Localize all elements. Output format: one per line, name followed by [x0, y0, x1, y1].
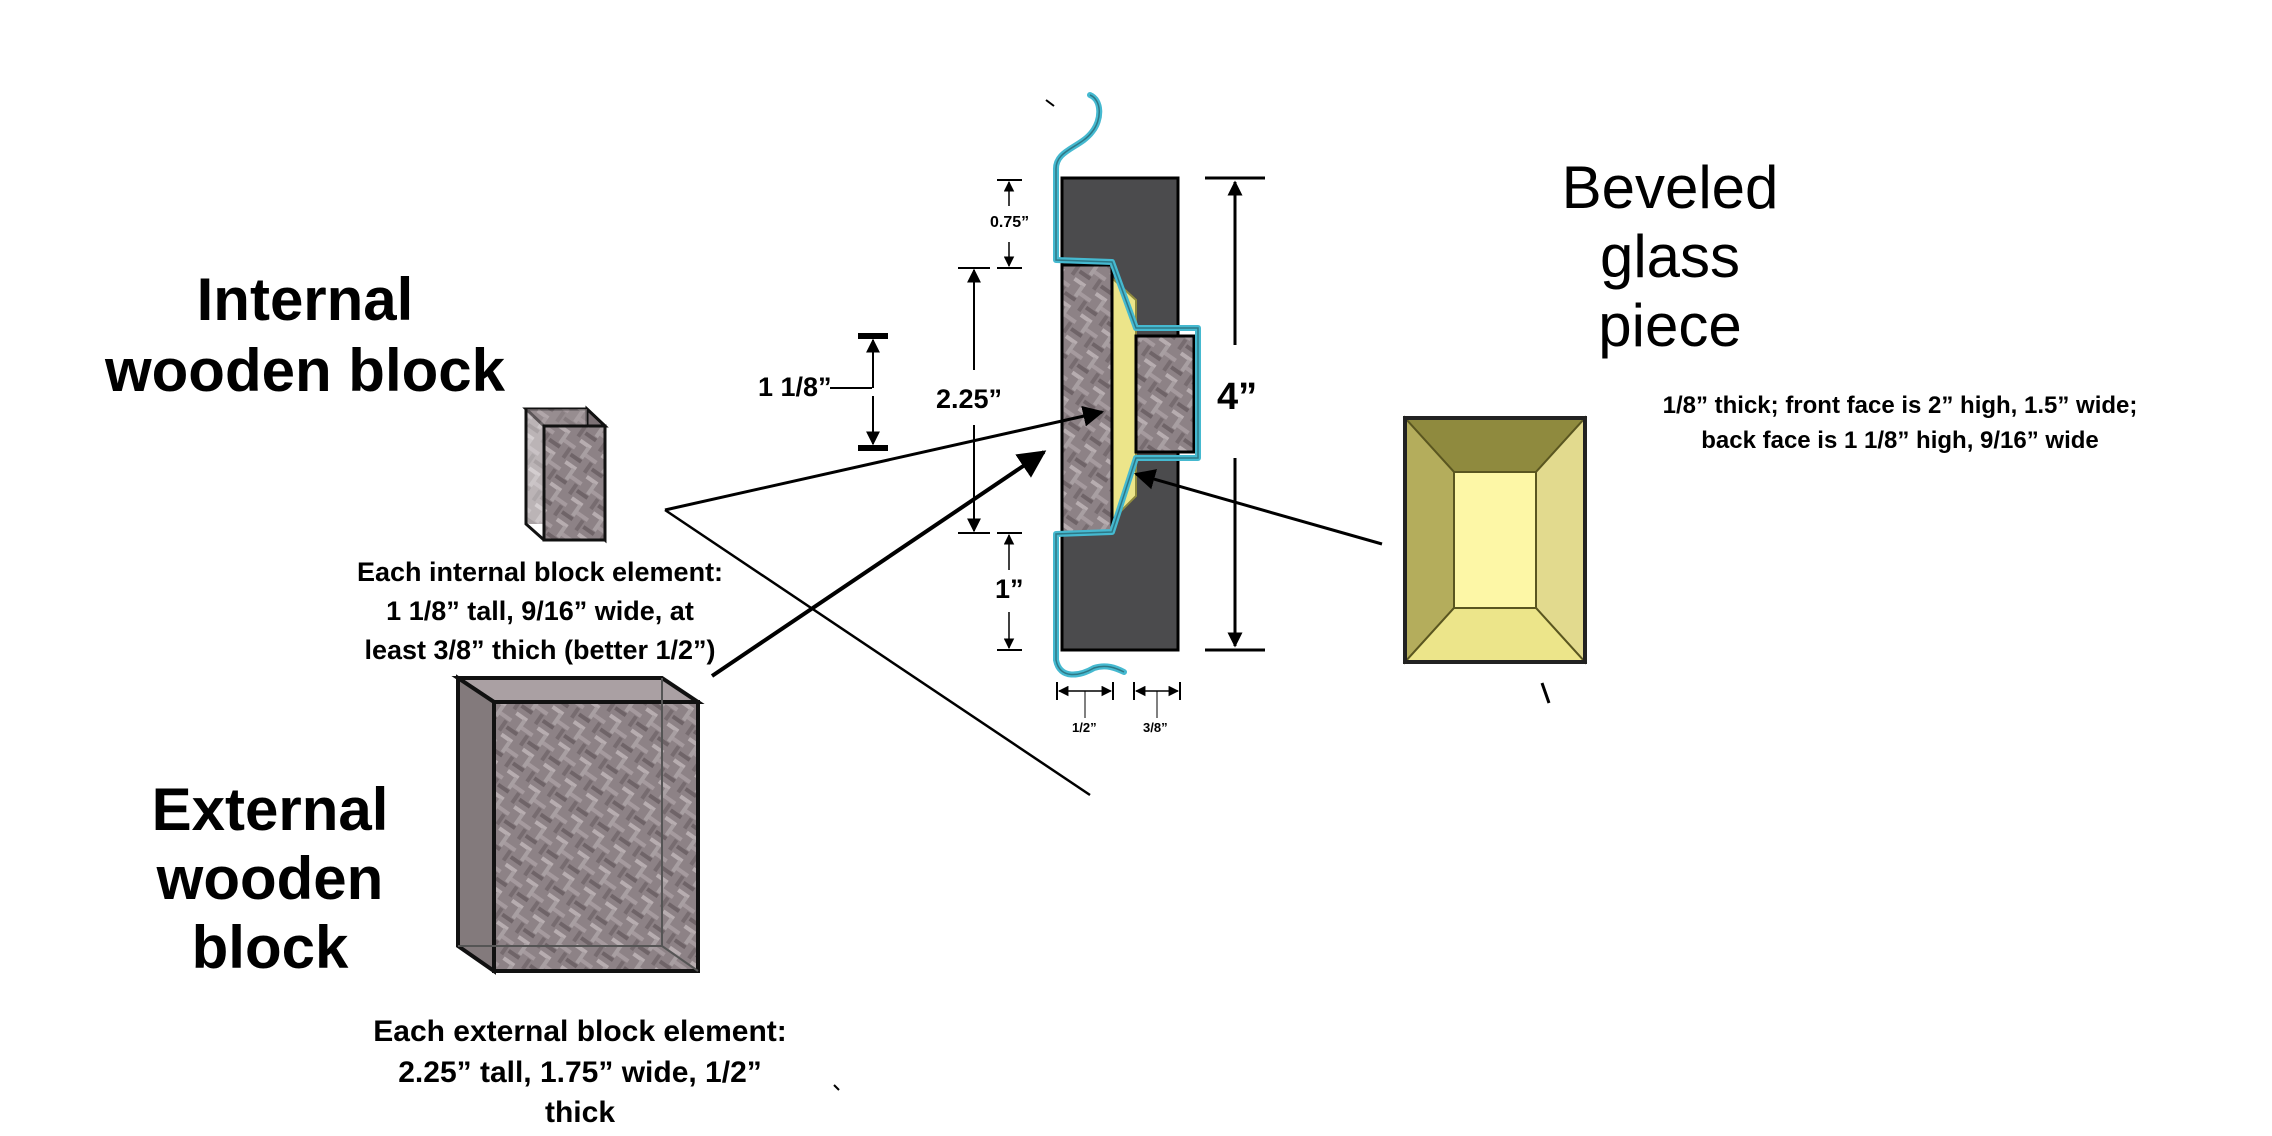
external-caption-line-2: 2.25” tall, 1.75” wide, 1/2” — [398, 1055, 762, 1089]
dim-bottom-margin: 1” — [995, 574, 1024, 604]
external-title-line-3: block — [191, 914, 349, 981]
dimension-lines — [830, 176, 1265, 718]
cross-section — [1045, 92, 1201, 678]
beveled-glass-title: Beveled glass piece — [1520, 153, 1820, 360]
beveled-title-line-3: piece — [1598, 292, 1742, 359]
external-block-caption: Each external block element: 2.25” tall,… — [330, 1012, 830, 1134]
dim-internal-thickness: 3/8” — [1143, 720, 1168, 735]
dim-total-height: 4” — [1217, 376, 1258, 418]
beveled-caption-line-1: 1/8” thick; front face is 2” high, 1.5” … — [1662, 392, 2138, 419]
pointer-lines — [664, 405, 1383, 797]
beveled-caption-line-2: back face is 1 1/8” high, 9/16” wide — [1701, 426, 2099, 454]
internal-title-line-2: wooden block — [104, 337, 506, 404]
internal-caption-line-1: Each internal block element: — [356, 557, 724, 587]
dim-external-thickness: 1/2” — [1072, 720, 1097, 735]
external-title-line-2: wooden — [156, 845, 384, 912]
external-caption-line-1: Each external block element: — [373, 1015, 787, 1048]
internal-block-title: Internal wooden block — [90, 268, 520, 402]
beveled-title-line-1: Beveled — [1561, 154, 1779, 221]
external-caption-line-3: thick — [544, 1096, 616, 1129]
beveled-glass-caption: 1/8” thick; front face is 2” high, 1.5” … — [1600, 389, 2200, 459]
internal-caption-line-3: least 3/8” thich (better 1/2”) — [364, 635, 716, 666]
dim-external-height: 2.25” — [936, 384, 1003, 414]
external-title-line-1: External — [151, 776, 389, 843]
internal-caption-line-2: 1 1/8” tall, 9/16” wide, at — [386, 596, 694, 627]
internal-title-line-1: Internal — [196, 266, 414, 333]
beveled-glass-illustration — [1402, 415, 1588, 704]
internal-block-illustration — [522, 405, 609, 544]
dim-top-margin: 0.75” — [990, 214, 1030, 231]
beveled-title-line-2: glass — [1599, 223, 1741, 290]
external-block-title: External wooden block — [120, 775, 420, 982]
internal-block-caption: Each internal block element: 1 1/8” tall… — [340, 553, 740, 670]
external-block-illustration — [451, 674, 705, 975]
dim-internal-height: 1 1/8” — [758, 372, 832, 402]
